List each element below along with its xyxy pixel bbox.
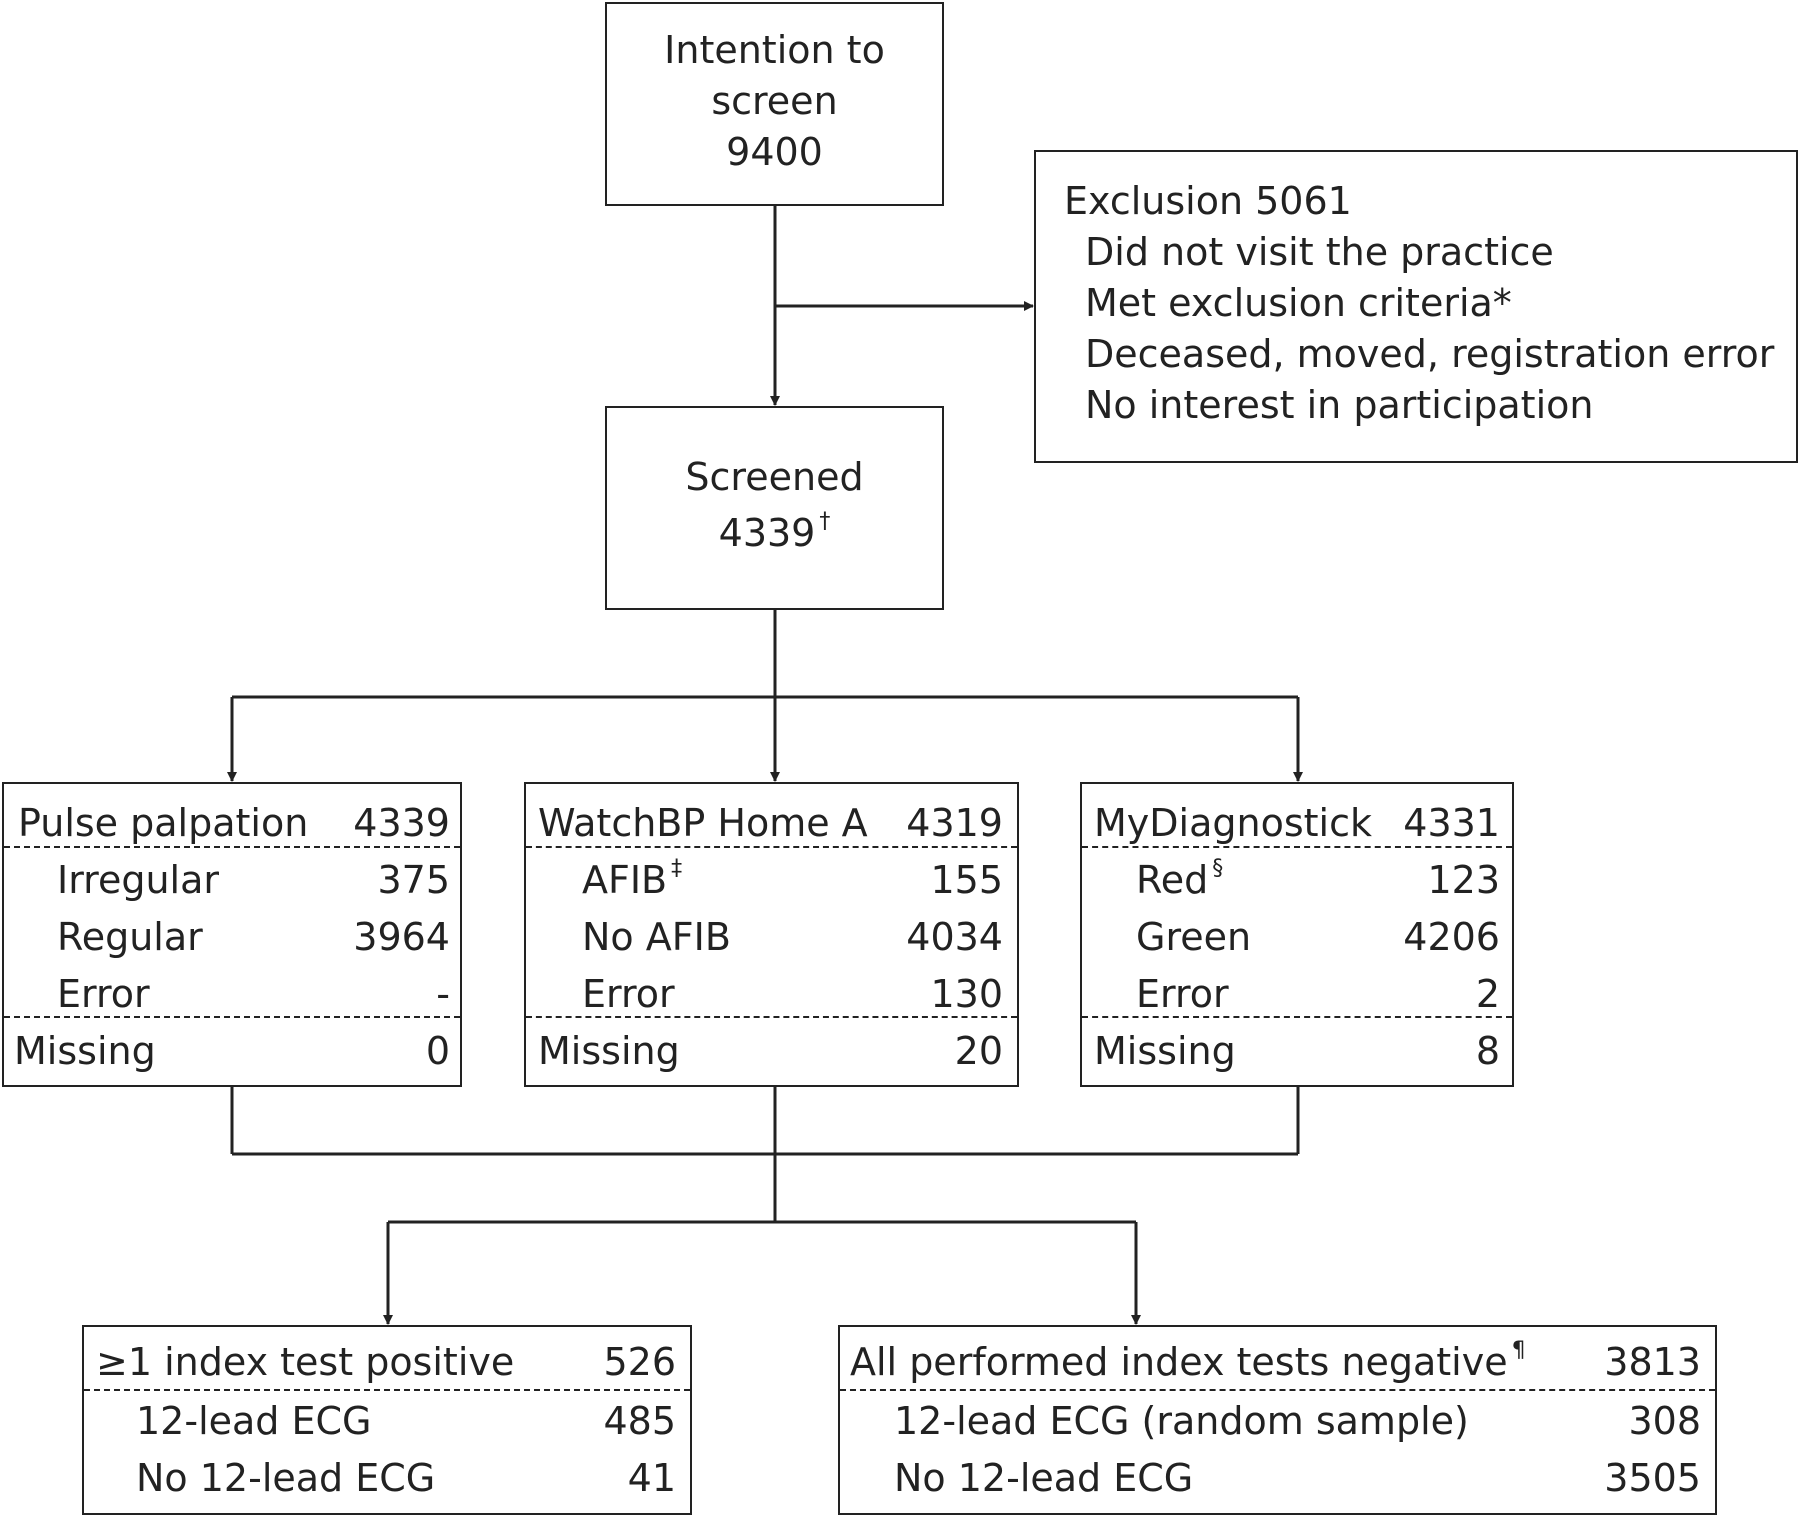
result-label: Green (1136, 915, 1252, 959)
test-name: MyDiagnostick (1094, 801, 1372, 845)
test-total: 4319 (906, 801, 1003, 845)
exclusion-item: Deceased, moved, registration error (1085, 332, 1775, 376)
outcome-row-label: No 12-lead ECG (894, 1456, 1194, 1500)
outcome-row-value: 308 (1628, 1399, 1701, 1443)
result-value: 4206 (1403, 915, 1500, 959)
outcome-total: 3813 (1604, 1340, 1701, 1384)
result-label: Error (582, 972, 675, 1016)
screened-value: 4339 (718, 511, 816, 555)
intention-line2: screen (711, 79, 838, 123)
divider (840, 1389, 1715, 1391)
result-value: 3964 (353, 915, 450, 959)
missing-value: 8 (1475, 1029, 1500, 1073)
result-value: - (436, 972, 450, 1016)
exclusion-item: No interest in participation (1085, 383, 1594, 427)
result-value: 130 (930, 972, 1003, 1016)
outcome-row-value: 485 (603, 1399, 676, 1443)
divider (4, 846, 460, 848)
divider (84, 1389, 690, 1391)
outcome-title: All performed index tests negative¶ (850, 1338, 1526, 1384)
outcome-box-negative: All performed index tests negative¶ 3813… (838, 1325, 1717, 1515)
test-name: Pulse palpation (18, 801, 309, 845)
intention-box: Intention to screen 9400 (605, 2, 944, 206)
result-label: Regular (57, 915, 203, 959)
divider (1082, 846, 1512, 848)
outcome-total: 526 (603, 1340, 676, 1384)
intention-value: 9400 (726, 130, 823, 174)
result-label: Red§ (1136, 856, 1224, 902)
result-label: Irregular (57, 858, 220, 902)
outcome-box-positive: ≥1 index test positive 526 12-lead ECG 4… (82, 1325, 692, 1515)
result-value: 155 (930, 858, 1003, 902)
exclusion-item: Did not visit the practice (1085, 230, 1554, 274)
outcome-row-value: 3505 (1604, 1456, 1701, 1500)
result-label: Error (1136, 972, 1229, 1016)
result-value: 375 (377, 858, 450, 902)
test-name: WatchBP Home A (538, 801, 868, 845)
screened-box: Screened 4339† (605, 406, 944, 610)
result-label: Error (57, 972, 150, 1016)
divider (526, 846, 1017, 848)
missing-label: Missing (538, 1029, 680, 1073)
test-box-pulse-palpation: Pulse palpation 4339 Irregular 375 Regul… (2, 782, 462, 1087)
result-value: 4034 (906, 915, 1003, 959)
screened-label: Screened (685, 455, 864, 499)
divider (1082, 1016, 1512, 1018)
missing-value: 20 (954, 1029, 1003, 1073)
missing-label: Missing (14, 1029, 156, 1073)
outcome-title: ≥1 index test positive (96, 1340, 515, 1384)
test-total: 4331 (1403, 801, 1500, 845)
exclusion-box: Exclusion 5061 Did not visit the practic… (1034, 150, 1798, 463)
result-value: 2 (1475, 972, 1500, 1016)
result-value: 123 (1427, 858, 1500, 902)
result-label: No AFIB (582, 915, 731, 959)
outcome-row-value: 41 (627, 1456, 676, 1500)
test-box-watchbp: WatchBP Home A 4319 AFIB‡ 155 No AFIB 40… (524, 782, 1019, 1087)
screened-footnote-mark: † (819, 509, 831, 534)
exclusion-item: Met exclusion criteria* (1085, 281, 1512, 325)
outcome-row-label: 12-lead ECG (random sample) (894, 1399, 1469, 1443)
test-total: 4339 (353, 801, 450, 845)
exclusion-title: Exclusion 5061 (1064, 179, 1352, 223)
outcome-row-label: 12-lead ECG (136, 1399, 372, 1443)
outcome-row-label: No 12-lead ECG (136, 1456, 436, 1500)
missing-label: Missing (1094, 1029, 1236, 1073)
divider (526, 1016, 1017, 1018)
divider (4, 1016, 460, 1018)
test-box-mydiagnostick: MyDiagnostick 4331 Red§ 123 Green 4206 E… (1080, 782, 1514, 1087)
missing-value: 0 (425, 1029, 450, 1073)
result-label: AFIB‡ (582, 856, 683, 902)
intention-line1: Intention to (664, 28, 885, 72)
